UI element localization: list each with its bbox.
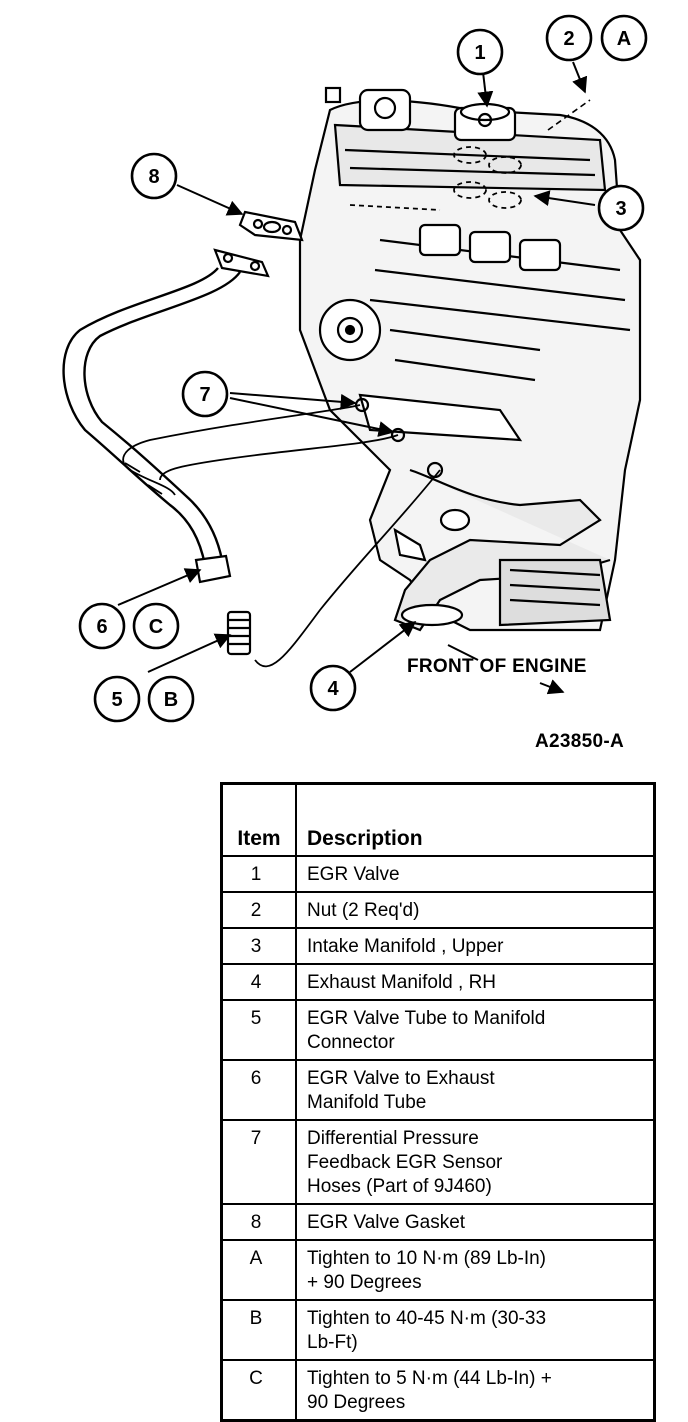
description-line: Exhaust Manifold , RH [307,972,497,993]
callout-1-label: 1 [474,42,485,64]
description-cell: Nut (2 Req'd) [295,891,656,929]
item-cell: B [220,1299,297,1361]
description-cell: Exhaust Manifold , RH [295,963,656,1001]
egr-tube [62,267,241,566]
tube-nut [194,554,232,584]
egr-valve-gasket [238,210,304,242]
callout-8-circle [130,152,178,200]
description-line: Nut (2 Req'd) [307,900,420,921]
callout-circles [78,14,648,723]
callout-1-circle [456,28,504,76]
description-line: Lb-Ft) [307,1332,358,1353]
callout-5-label: 5 [111,689,122,711]
description-line: Feedback EGR Sensor [307,1152,503,1173]
front-of-engine-label: FRONT OF ENGINE [407,656,587,677]
callout-c-label: C [149,616,163,638]
table-row: 3 Intake Manifold , Upper [220,927,656,965]
item-cell: A [220,1239,297,1301]
callout-7-circle [181,370,229,418]
item-cell: 8 [220,1203,297,1241]
description-line: Intake Manifold , Upper [307,936,504,957]
callout-b-label: B [164,689,178,711]
table-row: 2 Nut (2 Req'd) [220,891,656,929]
description-line: Hoses (Part of 9J460) [307,1176,492,1197]
description-line: EGR Valve Tube to Manifold [307,1008,546,1029]
table-row: 8 EGR Valve Gasket [220,1203,656,1241]
callout-3-label: 3 [615,198,626,220]
description-cell: EGR Valve [295,855,656,893]
callout-8-label: 8 [148,166,159,188]
callout-labels: 1 2 A 3 8 7 6 C 5 B 4 [96,28,631,711]
item-cell: 2 [220,891,297,929]
callout-6-label: 6 [96,616,107,638]
description-line: EGR Valve Gasket [307,1212,466,1233]
callout-a-circle [600,14,648,62]
item-cell: 1 [220,855,297,893]
item-cell: 5 [220,999,297,1061]
item-cell: 3 [220,927,297,965]
phantom-line [547,99,591,131]
engine-illustration [298,86,642,632]
tube-connector [226,610,252,656]
description-column-header: Description [295,782,656,857]
table-header-row: Item Description [220,782,656,857]
parts-table-body: 1 EGR Valve 2 Nut (2 Req'd) 3 Intake Manifold… [220,855,656,1422]
item-cell: 7 [220,1119,297,1205]
egr-system-diagram: 1 2 A 3 8 7 6 C 5 B 4 [62,14,648,723]
description-cell: Tighten to 5 N·m (44 Lb-In) + 90 Degrees [295,1359,656,1422]
callout-5-circle [93,675,141,723]
item-column-header: Item [220,782,297,857]
callout-7-label: 7 [199,384,210,406]
parts-table: Item Description 1 EGR Valve 2 Nut (2 Req'd… [220,782,656,1422]
table-row: 4 Exhaust Manifold , RH [220,963,656,1001]
item-cell: 4 [220,963,297,1001]
description-line: Tighten to 5 N·m (44 Lb-In) + [307,1368,552,1389]
pressure-feedback-hoses [122,404,441,668]
leader-lines [117,61,596,695]
table-row: C Tighten to 5 N·m (44 Lb-In) + 90 Degrees [220,1359,656,1422]
description-cell: Tighten to 10 N·m (89 Lb-In) + 90 Degrees [295,1239,656,1301]
table-row: 1 EGR Valve [220,855,656,893]
description-line: Differential Pressure [307,1128,479,1149]
egr-tube-flange [213,248,270,278]
description-cell: Intake Manifold , Upper [295,927,656,965]
callout-c-circle [132,602,180,650]
description-cell: EGR Valve Gasket [295,1203,656,1241]
callout-2-circle [545,14,593,62]
description-line: 90 Degrees [307,1392,406,1413]
description-line: Manifold Tube [307,1092,427,1113]
item-cell: 6 [220,1059,297,1121]
callout-b-circle [147,675,195,723]
callout-2-label: 2 [563,28,574,50]
description-line: EGR Valve [307,864,400,885]
description-line: EGR Valve to Exhaust [307,1068,495,1089]
callout-6-circle [78,602,126,650]
figure-code: A23850-A [535,731,625,752]
description-line: + 90 Degrees [307,1272,422,1293]
callout-3-circle [597,184,645,232]
description-line: Tighten to 40-45 N·m (30-33 [307,1308,547,1329]
description-line: Tighten to 10 N·m (89 Lb-In) [307,1248,547,1269]
item-cell: C [220,1359,297,1422]
callout-a-label: A [617,28,631,50]
callout-4-label: 4 [327,678,339,700]
description-line: Connector [307,1032,395,1053]
callout-4-circle [309,664,357,712]
table-row: A Tighten to 10 N·m (89 Lb-In) + 90 Degree… [220,1239,656,1301]
